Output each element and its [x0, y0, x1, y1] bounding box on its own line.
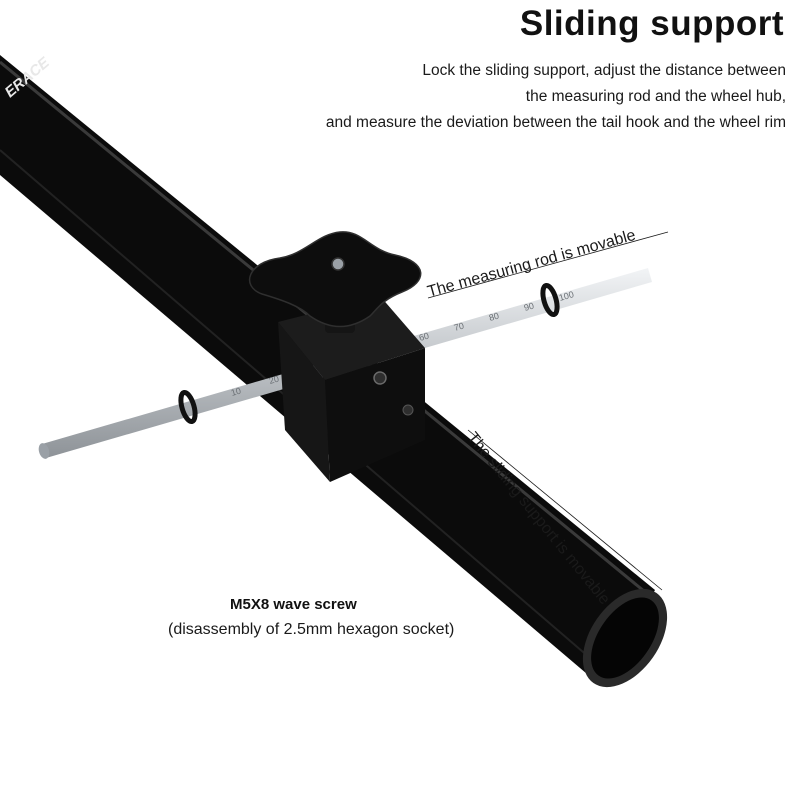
o-ring-left	[178, 389, 198, 425]
page-title: Sliding support	[519, 4, 784, 43]
description-line-3: and measure the deviation between the ta…	[325, 114, 786, 131]
screw-label-title: M5X8 wave screw	[230, 596, 357, 613]
star-knob	[249, 231, 422, 333]
svg-text:70: 70	[453, 321, 465, 333]
svg-text:60: 60	[418, 331, 430, 343]
o-ring-right	[540, 282, 560, 318]
screw-label-subtitle: (disassembly of 2.5mm hexagon socket)	[168, 621, 455, 638]
wave-screw	[373, 371, 387, 385]
svg-text:20: 20	[268, 374, 280, 386]
svg-text:80: 80	[488, 311, 500, 323]
svg-text:10: 10	[230, 386, 242, 398]
svg-text:100: 100	[558, 289, 575, 303]
description-line-1: Lock the sliding support, adjust the dis…	[422, 62, 786, 79]
description-line-2: the measuring rod and the wheel hub,	[525, 88, 786, 105]
callout-leaders	[427, 231, 669, 591]
svg-text:90: 90	[523, 301, 535, 313]
